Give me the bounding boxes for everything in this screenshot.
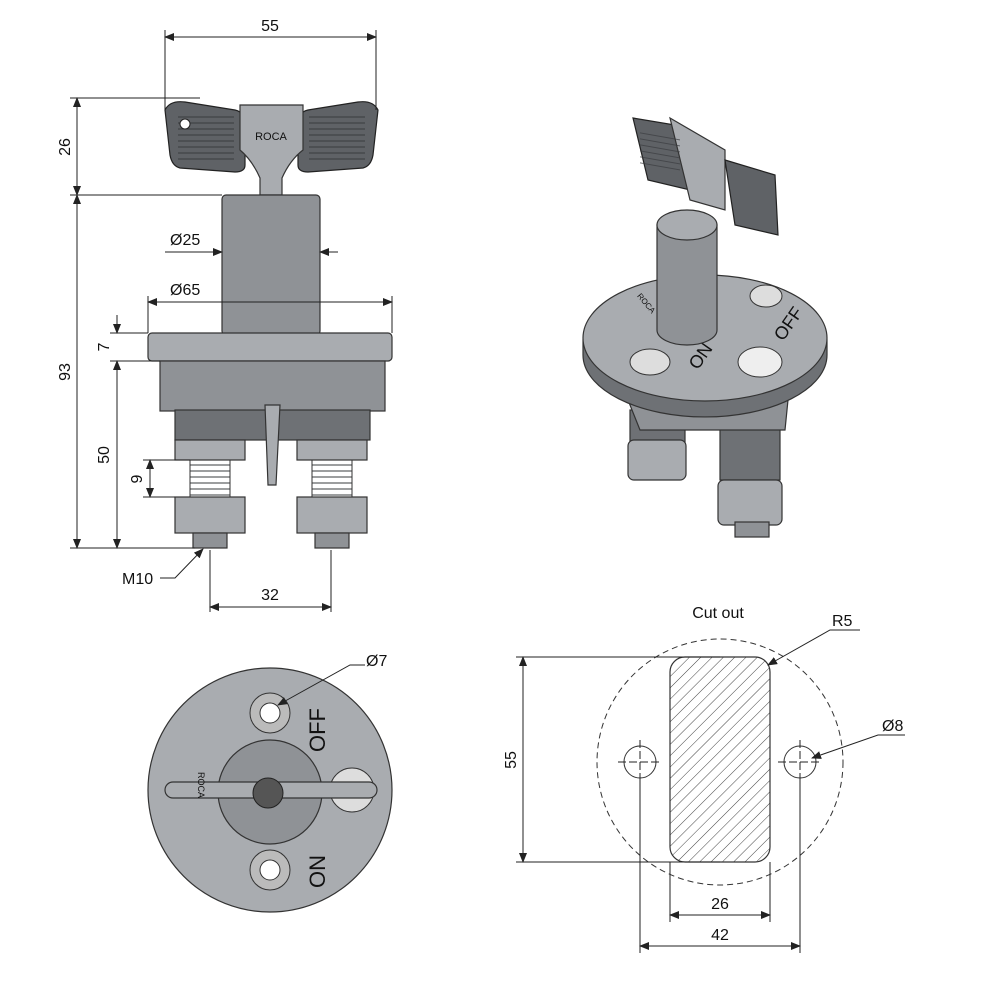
dim-flange-thickness: 7 xyxy=(96,342,113,351)
cutout-title: Cut out xyxy=(692,605,744,622)
bottom-on-label: ON xyxy=(305,855,330,888)
bottom-logo-text: ROCA xyxy=(196,772,206,798)
dim-flange-diameter: Ø65 xyxy=(170,282,200,299)
body xyxy=(159,360,386,412)
dim-nut-height: 9 xyxy=(129,474,146,483)
dim-total-height: 93 xyxy=(57,363,74,381)
isometric-view: ON OFF ROCA xyxy=(582,116,828,538)
stud-tip xyxy=(192,532,228,549)
tab xyxy=(264,404,281,486)
front-view: ROCA 55 26 93 Ø25 xyxy=(57,18,393,612)
hole-right xyxy=(778,740,822,784)
dim-stud-spacing: 32 xyxy=(261,587,279,604)
right-terminal xyxy=(296,439,368,549)
nut xyxy=(296,439,368,461)
key-logo-text: ROCA xyxy=(255,131,287,143)
dim-body-height: 50 xyxy=(96,446,113,464)
radius-label: R5 xyxy=(832,613,853,630)
thread-label: M10 xyxy=(122,571,153,588)
shaft xyxy=(221,194,321,336)
mounting-hole xyxy=(259,859,281,881)
mounting-hole xyxy=(259,702,281,724)
nut xyxy=(296,496,368,534)
bottom-off-label: OFF xyxy=(305,708,330,752)
nut xyxy=(174,496,246,534)
flange xyxy=(147,332,393,362)
outline-circle xyxy=(596,638,844,886)
hole-left xyxy=(618,740,662,784)
dim-key-width: 55 xyxy=(261,18,279,35)
dim-shaft-diameter: Ø25 xyxy=(170,232,200,249)
cutout-rectangle xyxy=(669,656,771,863)
key-handle: ROCA xyxy=(164,101,379,196)
nut xyxy=(174,439,246,461)
dim-hole-diameter: Ø7 xyxy=(366,653,387,670)
stud-tip xyxy=(314,532,350,549)
dim-cutout-inner-width: 26 xyxy=(711,896,729,913)
hole-diameter-label: Ø8 xyxy=(882,718,903,735)
dim-cutout-height: 55 xyxy=(503,751,520,769)
bottom-view: OFF ON ROCA Ø7 xyxy=(147,653,393,913)
left-terminal xyxy=(174,439,246,549)
iso-shaft xyxy=(656,224,718,346)
dim-key-height: 26 xyxy=(57,138,74,156)
cutout-view: Cut out R5 Ø8 55 26 42 xyxy=(503,605,905,953)
dim-hole-spacing: 42 xyxy=(711,927,729,944)
